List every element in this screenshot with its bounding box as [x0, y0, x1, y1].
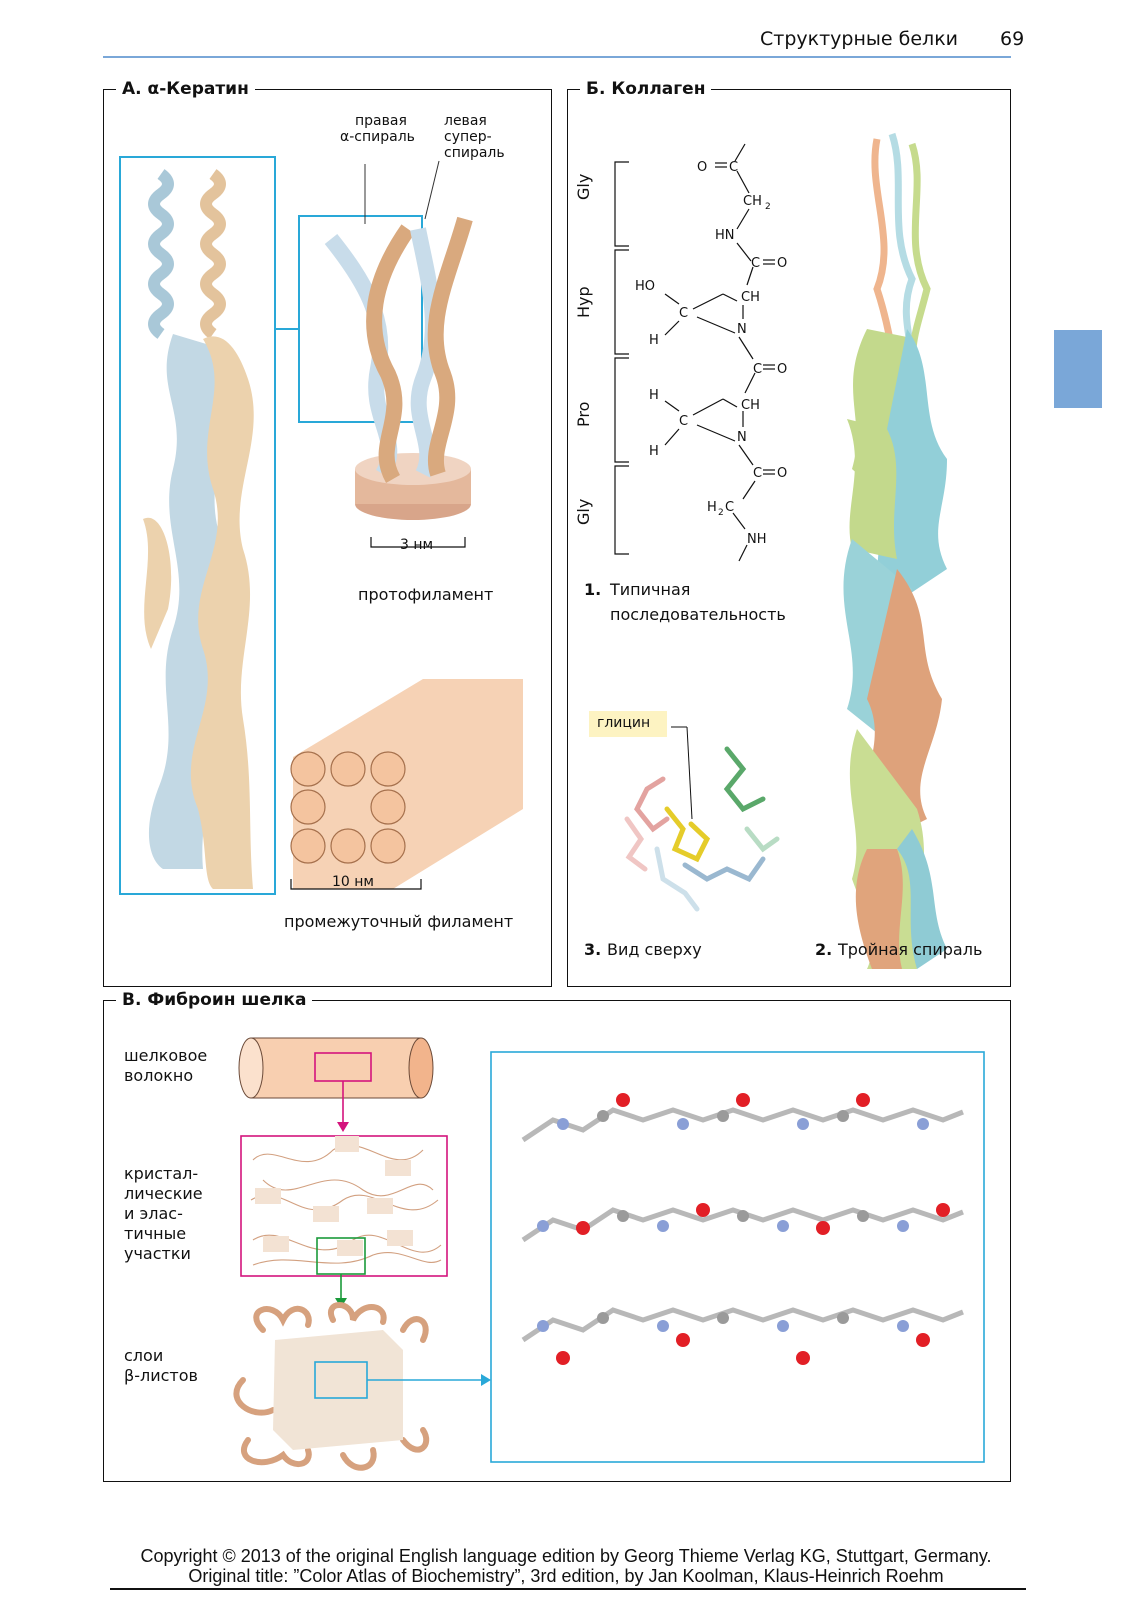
label-left-superhelix-3: спираль [444, 145, 505, 161]
label-left-superhelix-1: левая [444, 113, 487, 129]
scale-3nm-label: 3 нм [400, 537, 434, 553]
caption-1-line-2: последовательность [610, 605, 786, 624]
panel-alpha-keratin [103, 89, 552, 987]
label-left-superhelix-2: супер- [444, 129, 492, 145]
residue-gly-2: Gly [574, 498, 593, 525]
glycine-label: глицин [597, 715, 651, 731]
residue-gly-1: Gly [574, 173, 593, 200]
caption-3-number: 3. [584, 940, 602, 959]
svg-text:O: O [777, 256, 787, 271]
scale-10nm-label: 10 нм [332, 874, 374, 890]
beta-layers-label-2: β-листов [124, 1366, 198, 1385]
protofilament-zoom-frame [298, 215, 423, 423]
svg-text:O: O [777, 466, 787, 481]
svg-text:C: C [729, 160, 738, 175]
panel-c-title: В. Фиброин шелка [116, 990, 313, 1010]
panel-b-title: Б. Коллаген [580, 79, 712, 99]
svg-text:O: O [697, 160, 707, 175]
caption-2-number: 2. [815, 940, 833, 959]
svg-text:HO: HO [635, 279, 655, 294]
svg-text:2: 2 [718, 508, 724, 518]
residue-pro: Pro [574, 401, 593, 427]
residue-hyp: Hyp [574, 286, 593, 318]
running-header-title: Структурные белки [760, 28, 959, 50]
crystalline-label-5: участки [124, 1244, 191, 1263]
coiled-coil-frame [119, 156, 276, 895]
svg-text:CH: CH [741, 398, 760, 413]
crystalline-label-4: тичные [124, 1224, 187, 1243]
crystalline-label-2: лические [124, 1184, 203, 1203]
chapter-tab [1054, 330, 1102, 408]
svg-text:O: O [777, 362, 787, 377]
svg-text:H: H [649, 333, 659, 348]
svg-text:NH: NH [747, 532, 767, 547]
top-view-knot [624, 746, 780, 912]
svg-text:CH: CH [743, 194, 762, 209]
label-right-helix-1: правая [355, 113, 407, 129]
svg-text:HN: HN [715, 228, 735, 243]
protofilament-label: протофиламент [358, 585, 494, 604]
tan-surface [190, 336, 254, 889]
svg-text:C: C [679, 306, 688, 321]
svg-text:H: H [649, 444, 659, 459]
svg-text:C: C [751, 256, 760, 271]
crystalline-label-1: кристал- [124, 1164, 199, 1183]
collagen-triple-helix [843, 132, 947, 969]
tan-helix-ribbon [200, 169, 226, 339]
caption-3: Вид сверху [607, 940, 702, 959]
footer-rule [110, 1588, 1026, 1590]
panel-silk-fibroin [103, 1000, 1011, 1482]
intermediate-filament-label: промежуточный филамент [284, 912, 514, 931]
svg-text:N: N [737, 430, 747, 445]
svg-text:C: C [753, 466, 762, 481]
intermediate-filament-bundle [290, 679, 523, 889]
crystalline-label-3: и элас- [124, 1204, 183, 1223]
caption-1-line-1: Типичная [610, 580, 691, 599]
beta-sheet-model-frame [490, 1051, 985, 1463]
caption-2: Тройная спираль [838, 940, 983, 959]
svg-text:C: C [725, 500, 734, 515]
svg-text:H: H [707, 500, 717, 515]
svg-text:C: C [679, 414, 688, 429]
panel-collagen [567, 89, 1011, 987]
copyright-line-2: Original title: ”Color Atlas of Biochemi… [188, 1566, 944, 1586]
glycine-label-box [589, 711, 667, 737]
silk-fiber-label-1: шелковое [124, 1046, 208, 1065]
blue-helix-ribbon [148, 169, 174, 339]
silk-fiber-label-2: волокно [124, 1066, 194, 1085]
svg-text:N: N [737, 322, 747, 337]
panel-a-title: А. α-Кератин [116, 79, 255, 99]
svg-text:2: 2 [765, 202, 771, 212]
protofilament-strand-tan [366, 224, 415, 483]
beta-layers-label-1: слои [124, 1346, 164, 1365]
label-right-helix-2: α-спираль [340, 129, 415, 145]
copyright-line-1: Copyright © 2013 of the original English… [140, 1546, 992, 1566]
page-number: 69 [1000, 28, 1025, 50]
svg-text:H: H [649, 388, 659, 403]
caption-1-number: 1. [584, 580, 602, 599]
alpha-keratin-illustration [119, 156, 523, 895]
header-rule [103, 56, 1011, 58]
svg-text:C: C [753, 362, 762, 377]
svg-text:CH: CH [741, 290, 760, 305]
silk-fibroin-illustration [233, 1037, 985, 1471]
